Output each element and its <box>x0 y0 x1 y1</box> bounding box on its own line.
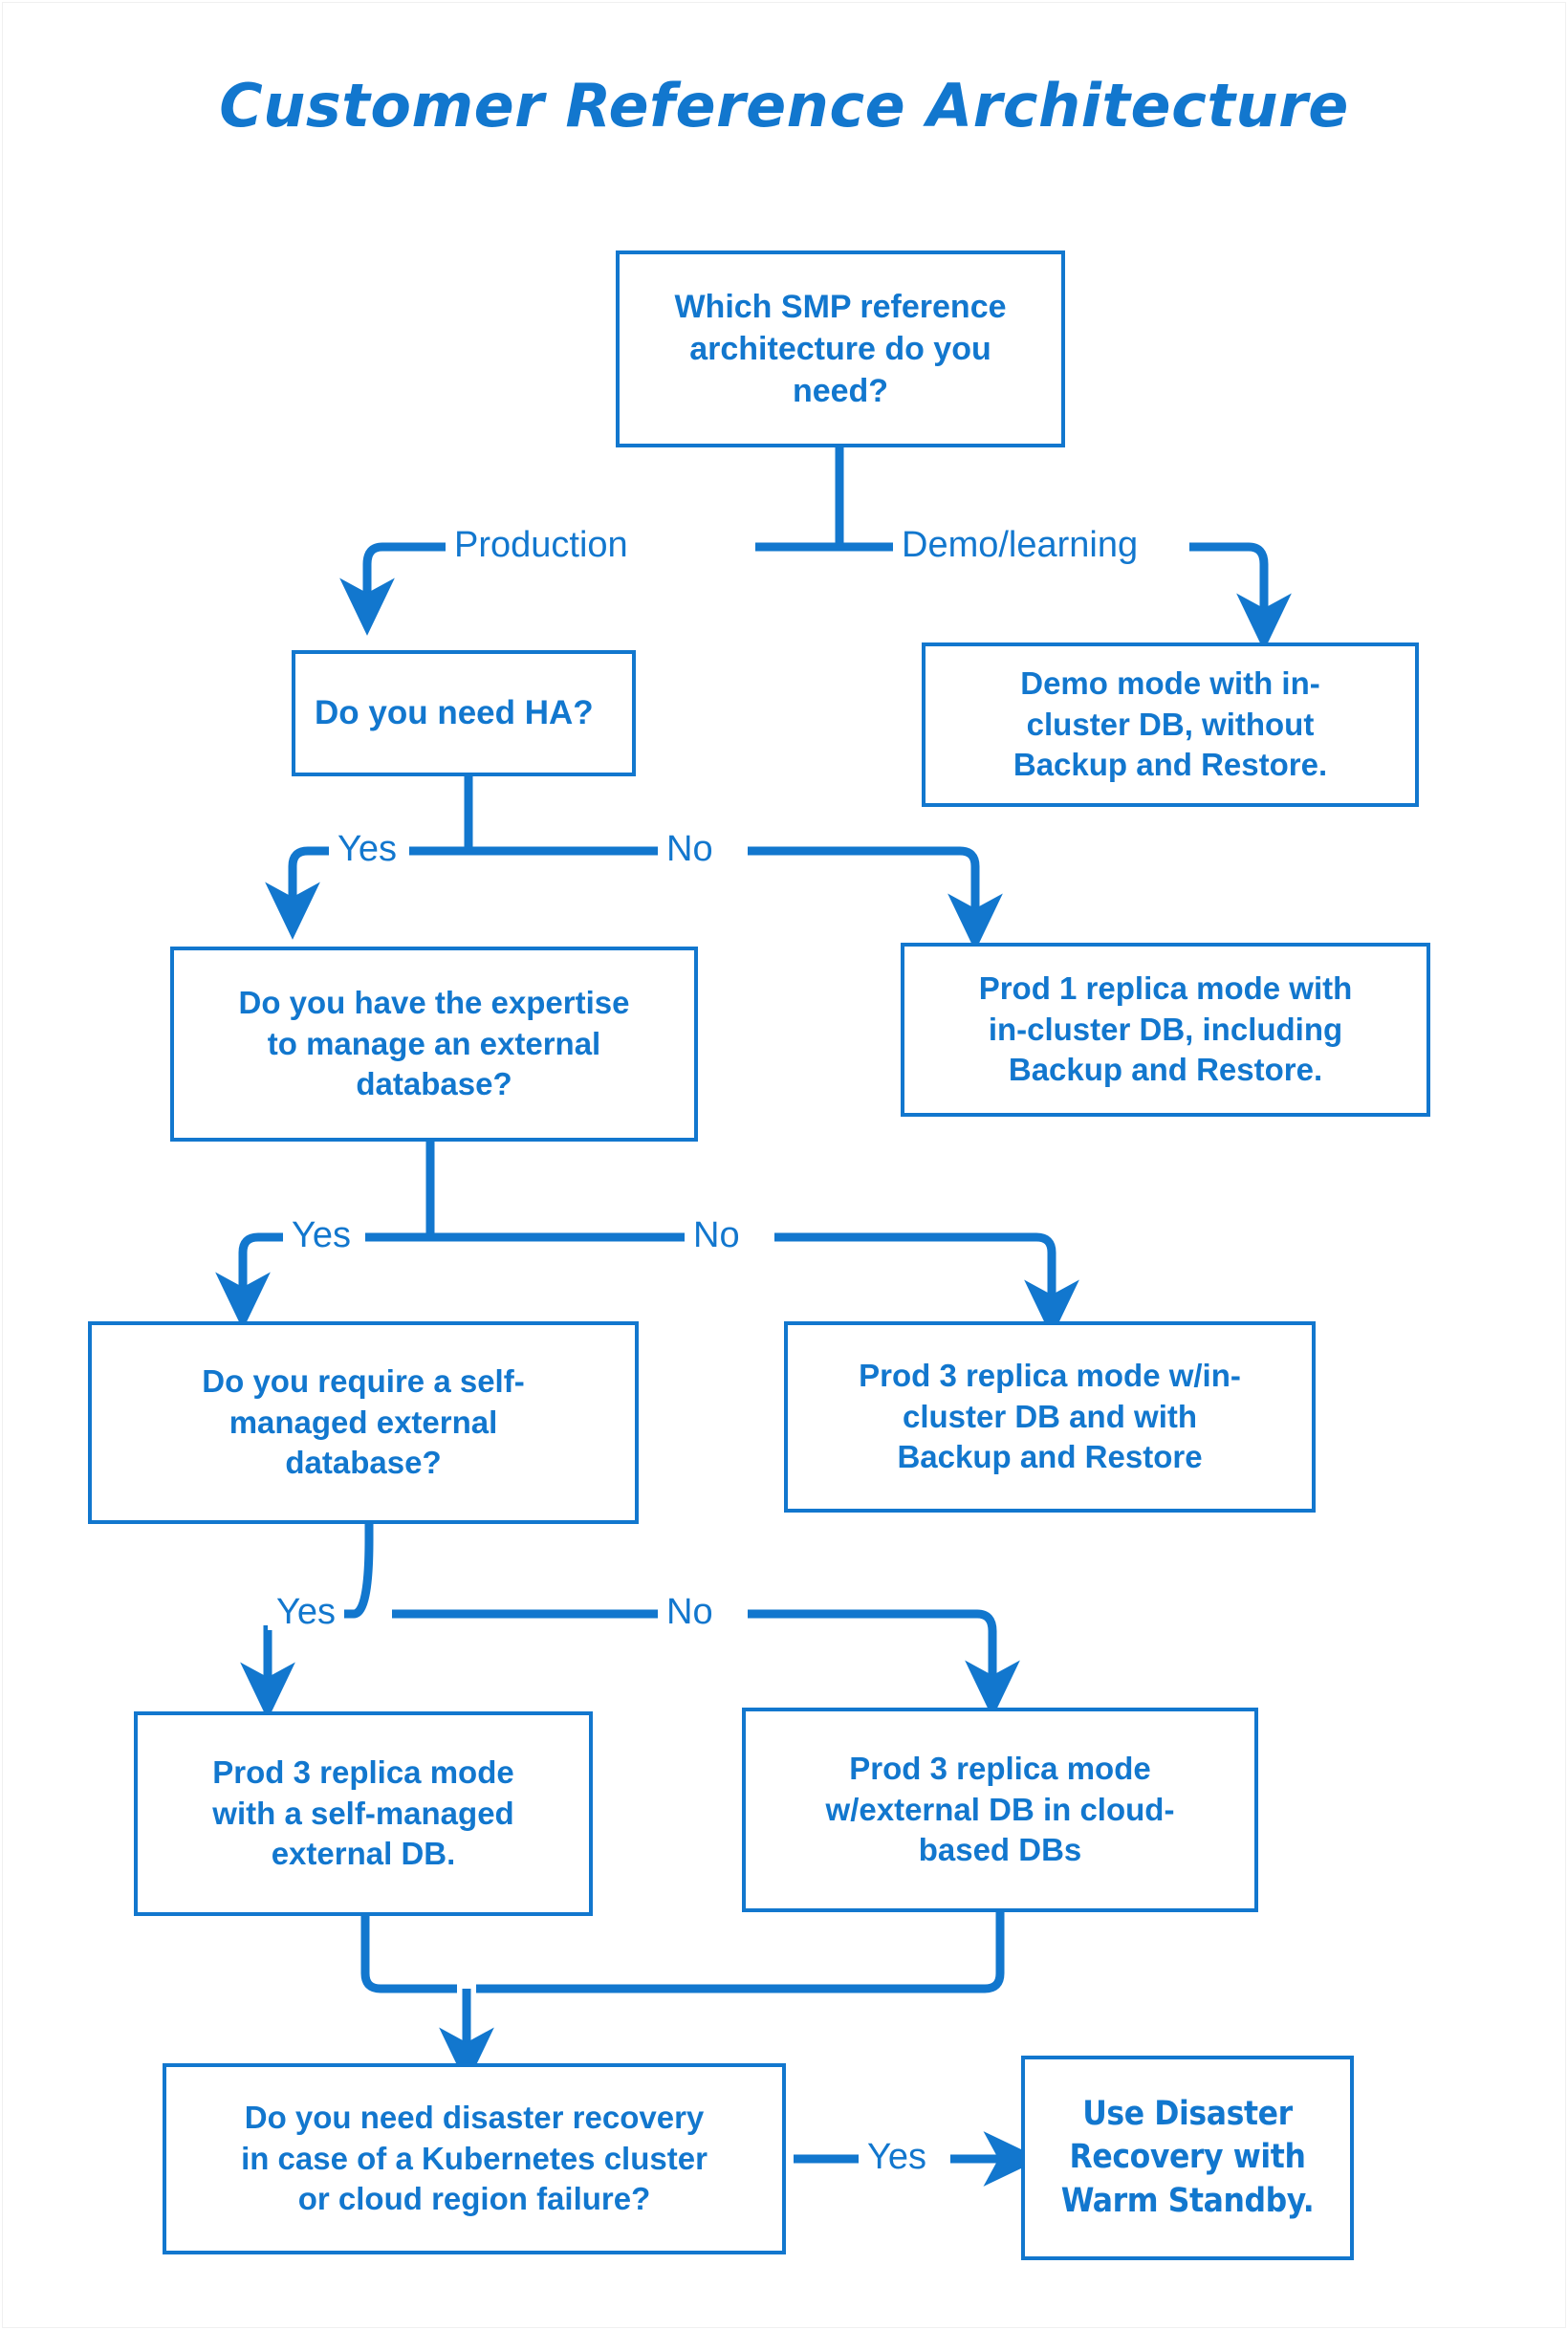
node-prod3-cloud-outcome[interactable]: Prod 3 replica mode w/external DB in clo… <box>742 1708 1258 1912</box>
edge-ha-yes <box>265 846 329 940</box>
node-root-question[interactable]: Which SMP reference architecture do you … <box>616 250 1065 447</box>
page-title: Customer Reference Architecture <box>219 71 1349 141</box>
edge-expertise-yes <box>215 1232 283 1330</box>
node-root-question-text: Which SMP reference architecture do you … <box>674 288 1007 410</box>
node-expertise-question-text: Do you have the expertise to manage an e… <box>238 984 630 1102</box>
edge-root-to-ha <box>339 542 447 636</box>
node-expertise-question[interactable]: Do you have the expertise to manage an e… <box>170 947 698 1142</box>
node-prod3-incluster-outcome-text: Prod 3 replica mode w/in- cluster DB and… <box>859 1357 1241 1475</box>
node-demo-outcome-text: Demo mode with in- cluster DB, without B… <box>1013 664 1328 783</box>
node-prod3-selfmanaged-outcome-text: Prod 3 replica mode with a self-managed … <box>212 1753 514 1872</box>
node-warm-standby-outcome[interactable]: Use Disaster Recovery with Warm Standby. <box>1021 2056 1354 2260</box>
node-selfmanaged-question-text: Do you require a self- managed external … <box>202 1362 525 1481</box>
node-ha-question[interactable]: Do you need HA? <box>292 650 636 776</box>
edge-label-dr-yes: Yes <box>859 2139 935 2175</box>
edge-label-expertise-yes: Yes <box>283 1217 359 1253</box>
node-prod3-selfmanaged-outcome[interactable]: Prod 3 replica mode with a self-managed … <box>134 1711 593 1916</box>
edge-label-production: Production <box>446 527 637 563</box>
edge-root-to-demo <box>1189 542 1292 651</box>
edge-selfmanaged-no <box>748 1609 1020 1718</box>
node-prod3-incluster-outcome[interactable]: Prod 3 replica mode w/in- cluster DB and… <box>784 1321 1316 1513</box>
node-selfmanaged-question[interactable]: Do you require a self- managed external … <box>88 1321 639 1524</box>
edge-merge-left <box>360 1916 457 1993</box>
edge-label-demo-learning: Demo/learning <box>893 527 1147 563</box>
edge-label-expertise-no: No <box>685 1217 749 1253</box>
edge-label-selfmanaged-yes: Yes <box>268 1594 344 1630</box>
node-demo-outcome[interactable]: Demo mode with in- cluster DB, without B… <box>922 642 1419 807</box>
edge-selfmanaged-stem <box>287 1524 374 1619</box>
edge-merge-right <box>476 1912 1005 1993</box>
edge-ha-no <box>748 846 1003 951</box>
node-prod1-outcome[interactable]: Prod 1 replica mode with in-cluster DB, … <box>901 943 1430 1117</box>
node-ha-question-text: Do you need HA? <box>315 694 594 732</box>
edge-expertise-no <box>774 1232 1079 1338</box>
edge-label-ha-no: No <box>658 831 722 867</box>
node-dr-question-text: Do you need disaster recovery in case of… <box>241 2099 708 2217</box>
edge-label-selfmanaged-no: No <box>658 1594 722 1630</box>
edge-label-ha-yes: Yes <box>329 831 405 867</box>
node-warm-standby-outcome-text: Use Disaster Recovery with Warm Standby. <box>1060 2094 1315 2220</box>
node-dr-question[interactable]: Do you need disaster recovery in case of… <box>163 2063 786 2254</box>
node-prod3-cloud-outcome-text: Prod 3 replica mode w/external DB in clo… <box>825 1750 1175 1868</box>
node-prod1-outcome-text: Prod 1 replica mode with in-cluster DB, … <box>978 969 1353 1088</box>
